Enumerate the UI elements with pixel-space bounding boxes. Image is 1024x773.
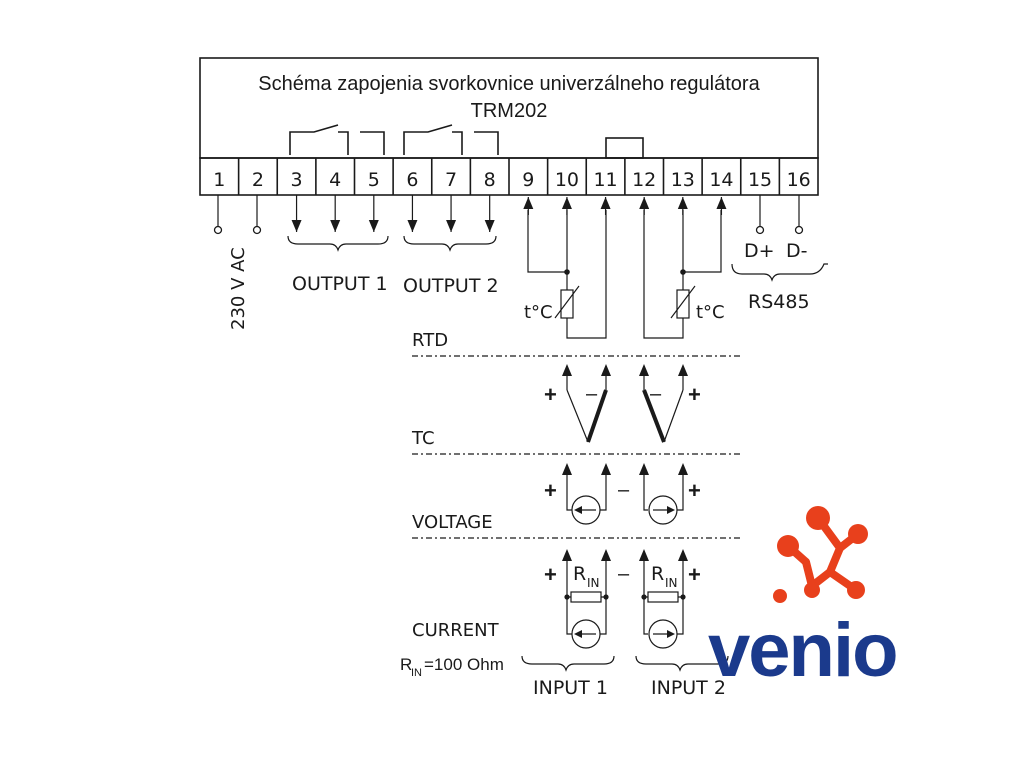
rin-label-1-sub: IN (587, 576, 600, 590)
current-plus-1: + (544, 562, 557, 587)
power-label: 230 V AC (228, 247, 249, 330)
terminal-number-3: 3 (291, 169, 303, 191)
tc-section-label: TC (411, 428, 435, 449)
output-2-label: OUTPUT 2 (403, 275, 499, 297)
d-plus-label: D+ (744, 240, 775, 262)
terminal-number-16: 16 (787, 169, 811, 191)
terminal-number-9: 9 (522, 169, 534, 191)
d-plus-terminal-dot (755, 225, 765, 235)
output-arrow-terminal-3 (291, 195, 302, 232)
voltage-plus-1: + (544, 478, 557, 503)
input-1-label: INPUT 1 (533, 677, 608, 699)
tc-plus-1: + (544, 382, 557, 407)
terminal-number-15: 15 (748, 169, 772, 191)
rtd-sensor-1 (560, 289, 574, 319)
terminal-number-7: 7 (445, 169, 457, 191)
terminal-number-2: 2 (252, 169, 264, 191)
terminal-number-11: 11 (593, 169, 617, 191)
logo-wordmark: venio (708, 608, 897, 693)
logo-emblem (773, 506, 868, 603)
rtd-section-label: RTD (412, 330, 448, 351)
input-2-brace (635, 655, 729, 672)
input-1-brace (521, 655, 615, 672)
power-connections (213, 195, 262, 235)
terminal-number-10: 10 (555, 169, 579, 191)
rtd-input-2 (643, 210, 722, 339)
output-1-brace (287, 235, 389, 252)
output-arrow-terminal-7 (446, 195, 457, 232)
output-arrow-terminal-5 (368, 195, 379, 232)
voltage-minus: – (618, 479, 630, 501)
rs485-connections (731, 195, 828, 282)
voltage-source-2 (648, 495, 678, 525)
output-arrow-terminal-8 (484, 195, 495, 232)
power-terminal-1-dot (213, 225, 223, 235)
current-source-1 (571, 619, 601, 649)
relay-2-symbol (403, 124, 499, 155)
current-plus-2: + (688, 562, 701, 587)
terminal-number-1: 1 (213, 169, 225, 191)
terminal-number-8: 8 (484, 169, 496, 191)
rin-value-sub: IN (411, 667, 422, 679)
venio-logo: venio (708, 506, 899, 693)
rtd-temp-label-2: t°C (696, 302, 725, 323)
rin-value-text: =100 Ohm (424, 655, 504, 674)
relay-1-symbol (289, 124, 385, 155)
rtd-sensor-2 (676, 289, 690, 319)
voltage-input (562, 463, 688, 525)
diagram-title-line1: Schéma zapojenia svorkovnice univerzálne… (258, 73, 760, 95)
tc-input (562, 364, 688, 443)
terminal-number-5: 5 (368, 169, 380, 191)
current-section-label: CURRENT (412, 620, 500, 641)
d-minus-terminal-dot (794, 225, 804, 235)
terminal-number-6: 6 (406, 169, 418, 191)
rin-label-1-main: R (573, 563, 586, 585)
tc-plus-2: + (688, 382, 701, 407)
tc-minus-2: – (650, 383, 662, 405)
rin-label-2-main: R (651, 563, 664, 585)
shunt-resistor-1 (570, 591, 602, 603)
voltage-plus-2: + (688, 478, 701, 503)
rin-value-main: R (400, 655, 412, 674)
rtd-input-1 (527, 210, 607, 339)
shunt-resistor-2 (647, 591, 679, 603)
current-minus: – (618, 563, 630, 585)
output-arrows (291, 195, 495, 232)
voltage-source-1 (571, 495, 601, 525)
rin-label-2-sub: IN (665, 576, 678, 590)
input-arrows (523, 197, 727, 215)
d-minus-label: D- (786, 240, 808, 262)
terminal-number-4: 4 (329, 169, 341, 191)
terminal-number-13: 13 (671, 169, 695, 191)
power-terminal-2-dot (252, 225, 262, 235)
input-2-label: INPUT 2 (651, 677, 726, 699)
current-input (562, 549, 688, 649)
diagram-title-line2: TRM202 (471, 100, 548, 122)
current-source-2 (648, 619, 678, 649)
output-2-brace (403, 235, 497, 252)
output-arrow-terminal-6 (407, 195, 418, 232)
output-arrow-terminal-4 (330, 195, 341, 232)
connector-bridge (605, 137, 644, 159)
output-1-label: OUTPUT 1 (292, 273, 388, 295)
rs485-label: RS485 (748, 291, 810, 313)
terminal-number-12: 12 (632, 169, 656, 191)
terminal-number-14: 14 (709, 169, 733, 191)
tc-minus-1: – (586, 383, 598, 405)
voltage-section-label: VOLTAGE (412, 512, 493, 533)
rtd-temp-label-1: t°C (524, 302, 553, 323)
